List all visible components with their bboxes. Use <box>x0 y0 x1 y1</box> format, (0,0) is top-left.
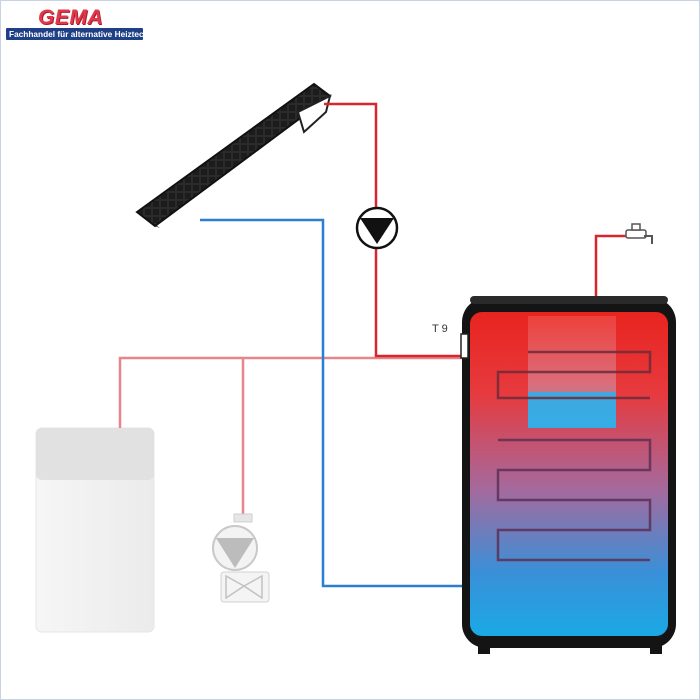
logo-tagline-bar <box>6 28 143 40</box>
boiler-pipes <box>118 356 462 520</box>
solar-collector <box>135 82 332 228</box>
tap-icon <box>625 223 653 244</box>
storage-tank <box>462 296 676 654</box>
solar-cold-pipe <box>200 218 462 588</box>
upper-heat-exchanger-coil <box>496 350 652 400</box>
logo-tagline: Fachhandel für alternative Heiztechnik <box>9 29 161 39</box>
gema-logo: GEMA Fachhandel für alternative Heiztech… <box>6 6 161 40</box>
sensor-label: T 9 <box>432 323 448 335</box>
solar-pump-icon <box>355 206 399 250</box>
logo-brand: GEMA <box>38 6 103 29</box>
solar-hot-pipe <box>324 102 462 358</box>
lower-heat-exchanger-coil <box>496 438 652 562</box>
hot-water-pipe <box>594 234 628 300</box>
mixing-valve-icon <box>220 571 270 603</box>
temperature-sensor-icon <box>460 333 469 359</box>
boiler-unit <box>35 427 155 633</box>
heating-pump-icon <box>212 513 258 571</box>
